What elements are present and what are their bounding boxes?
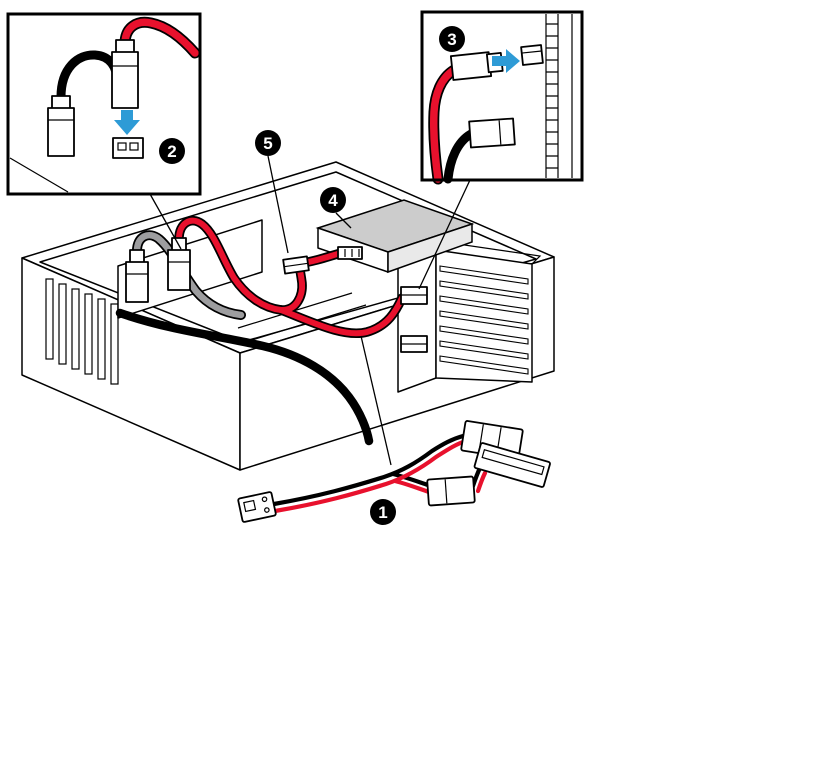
connector-head [115,39,135,54]
callout-4-badge [320,187,346,213]
assembly-small-plug [237,491,277,523]
connector-body [473,442,551,488]
plug-key [243,499,257,513]
connector-detail-line [284,262,308,268]
callout-1-leader [360,335,392,466]
callout-4-leader [335,212,352,229]
inset2-border [6,12,202,196]
callout-1: 1 [370,499,396,525]
callout-2: 2 [159,138,185,164]
connector-body [426,475,476,507]
plug-pin [264,507,270,513]
drive-cage-wall-panel [545,14,573,178]
assembly-edge-connector [473,442,551,488]
cage-slat [439,265,529,285]
callout-3-number: 3 [447,30,456,49]
callout-5-badge [255,130,281,156]
inset2-board-socket [112,137,144,159]
wire [392,478,432,495]
socket-detail-line [521,50,542,54]
assembly-red-wires [272,438,488,514]
power-cable-assembly [237,420,551,523]
drive-power-connector [337,246,363,260]
socket-body [520,44,544,66]
callout-1-badge [370,499,396,525]
cage-slat [439,355,529,375]
assembly-4pin-connector [426,475,476,507]
plug-body [449,51,493,81]
drive-right-face [387,222,473,274]
callout-2-number: 2 [167,142,176,161]
cage-slat [439,310,529,330]
wire [475,470,488,494]
callout-3-leader [418,179,471,290]
expansion-vent-slots [45,278,119,385]
vent-slot [58,283,67,365]
wire [271,433,466,507]
callout-3-badge [439,26,465,52]
callout-5-leader [267,155,289,254]
connector-head [129,249,145,264]
insert-direction-arrow-down-icon [114,110,140,135]
cage-slat [439,295,529,315]
callout-5: 5 [255,130,281,156]
inset-detail-box-2: 2 [6,12,202,196]
callout-5-number: 5 [263,134,272,153]
insert-direction-arrow-right-icon [492,49,520,73]
socket-pin-hole [129,142,139,151]
vent-slot [110,303,119,385]
cage-slat [439,325,529,345]
inset2-black-cable-connector [47,95,75,157]
cage-slat [439,280,529,300]
drive-cage [397,241,542,393]
callout-1-number: 1 [378,503,387,522]
cage-louver-slats [439,265,529,375]
inline-connector [282,255,310,275]
plug-pin [261,496,268,503]
cage-lower-connector [400,335,428,353]
connector-body [47,107,75,157]
callout-3: 3 [439,26,465,52]
inset3-lower-connector [468,117,516,149]
callout-2-leader [149,193,182,250]
vent-slot [97,298,106,380]
vent-slot [71,288,80,370]
connector-body [468,117,516,149]
panel-connector-gray [125,249,149,303]
cage-slat [439,340,529,360]
socket-pin-hole [117,142,127,151]
cage-left-face [397,249,437,393]
plug-body [237,491,277,523]
connector-body [125,261,149,303]
wire [272,438,469,514]
connector-body [167,249,191,291]
callout-2-badge [159,138,185,164]
cage-upper-connector [400,286,428,305]
inset2-board-edge-line [9,157,69,193]
connector-pins [344,249,360,257]
inset2-background [8,14,200,194]
arrow-right-shape [492,49,520,73]
vent-slot [45,278,54,360]
connector-head [51,95,71,110]
callout-4: 4 [320,187,346,213]
connector-slot [481,449,545,476]
wall-panel-rungs [546,23,558,169]
connector-divider-line [444,479,448,504]
arrow-down-shape [114,110,140,135]
inset-detail-box-3: 3 [420,10,584,182]
connector-body [111,51,139,109]
inset3-border [420,10,584,182]
inset2-red-cable-connector [111,39,139,109]
connector-divider-line [498,120,502,145]
wire [390,471,431,488]
connector-body [337,246,363,260]
callout-4-number: 4 [328,191,338,210]
vent-slot [84,293,93,375]
inset3-wall-socket [520,44,544,66]
